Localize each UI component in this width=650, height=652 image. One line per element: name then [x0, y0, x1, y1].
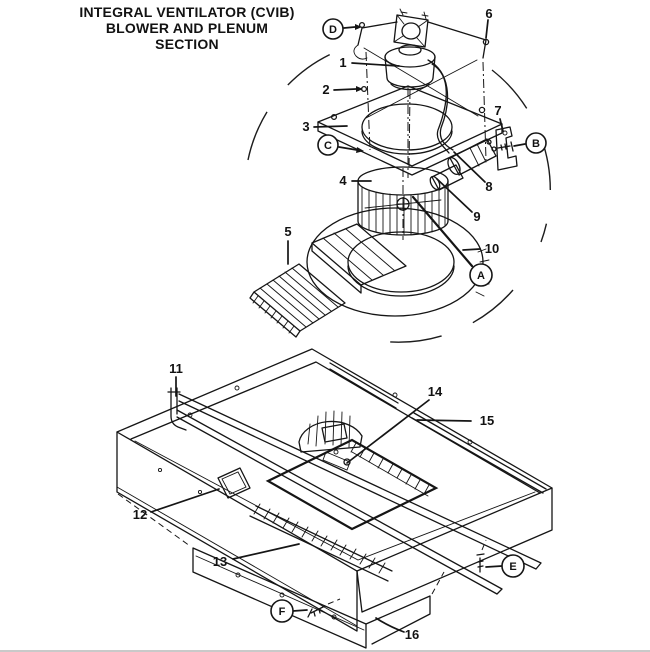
motor-support-struts — [354, 22, 489, 160]
title-line-3: SECTION — [155, 36, 219, 52]
leader-lines — [151, 20, 525, 632]
callout-5: 5 — [284, 224, 291, 239]
callout-14: 14 — [428, 384, 443, 399]
front-grille-slot — [250, 504, 392, 581]
balloon-b: B — [526, 133, 546, 153]
svg-text:F: F — [279, 606, 286, 618]
callout-2: 2 — [322, 82, 329, 97]
louver-grille — [250, 264, 345, 337]
callout-6: 6 — [485, 6, 492, 21]
callout-8: 8 — [485, 179, 492, 194]
screw-e — [477, 554, 484, 572]
front-access-panel — [118, 494, 444, 648]
callout-4: 4 — [339, 173, 347, 188]
callout-7: 7 — [494, 103, 501, 118]
plenum-box — [117, 349, 552, 631]
svg-text:E: E — [509, 561, 516, 573]
motor-wires — [428, 60, 453, 153]
screw-f — [308, 606, 325, 617]
blower-wheel — [358, 167, 448, 240]
callout-3: 3 — [302, 119, 309, 134]
callout-labels: 1 2 3 4 5 6 7 8 9 10 11 12 13 14 15 16 — [133, 6, 502, 642]
callout-16: 16 — [405, 627, 419, 642]
discharge-duct — [312, 224, 406, 293]
callout-13: 13 — [213, 554, 227, 569]
balloon-a: A — [470, 264, 492, 286]
screw-b — [498, 142, 513, 151]
callout-11: 11 — [169, 361, 183, 376]
balloon-c: C — [318, 135, 338, 155]
floor-opening — [218, 440, 436, 529]
title-line-2: BLOWER AND PLENUM — [105, 20, 269, 36]
svg-text:A: A — [477, 270, 485, 282]
balloon-labels: D C B A E F — [271, 19, 546, 622]
mounting-panel — [318, 86, 502, 178]
callout-15: 15 — [480, 413, 494, 428]
callout-9: 9 — [473, 209, 480, 224]
slide-rails — [168, 363, 546, 594]
diagram-title: INTEGRAL VENTILATOR (CVIB) BLOWER AND PL… — [76, 4, 298, 52]
title-line-1: INTEGRAL VENTILATOR (CVIB) — [79, 4, 295, 20]
svg-text:C: C — [324, 140, 332, 152]
callout-1: 1 — [339, 55, 346, 70]
enclosure-circle — [248, 50, 550, 342]
damper-assembly — [299, 411, 362, 470]
svg-text:B: B — [532, 138, 540, 150]
motor-mount-bracket — [394, 9, 428, 47]
svg-text:D: D — [329, 24, 337, 36]
balloon-e: E — [502, 555, 524, 577]
balloon-f: F — [271, 600, 293, 622]
motor — [385, 45, 435, 170]
callout-12: 12 — [133, 507, 147, 522]
callout-10: 10 — [485, 241, 499, 256]
capacitor-assembly — [428, 127, 517, 191]
screw-fasteners — [308, 142, 513, 617]
balloon-d: D — [323, 19, 343, 39]
